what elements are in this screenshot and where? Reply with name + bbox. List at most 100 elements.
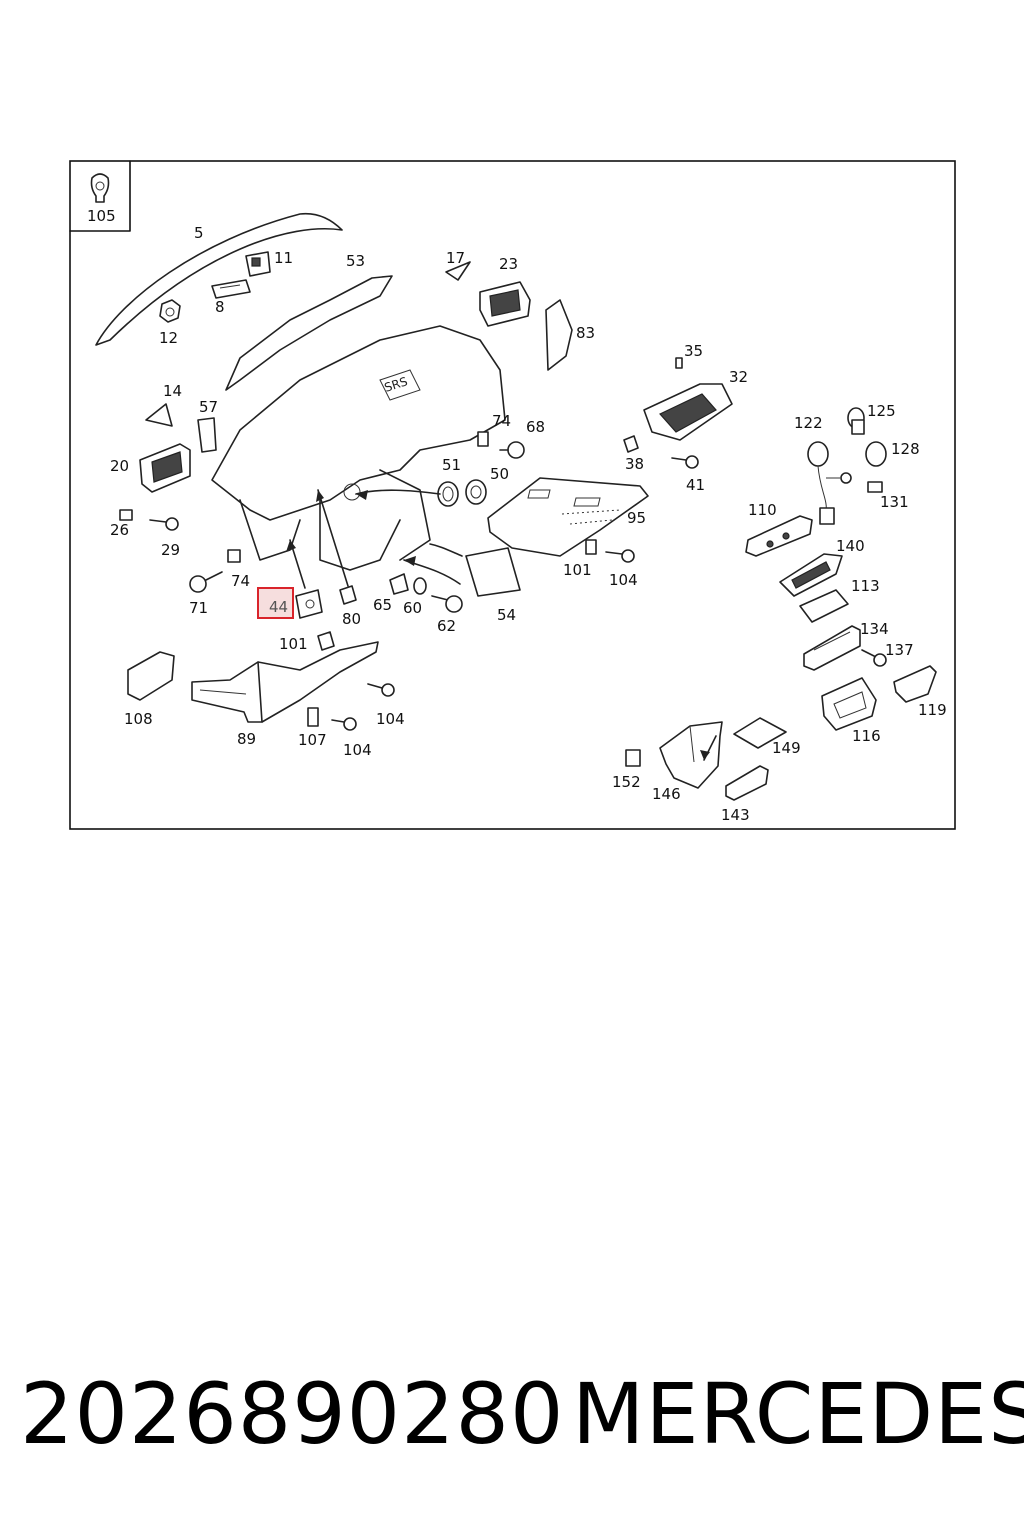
cover-108: [127, 651, 175, 701]
vent-140: [779, 553, 843, 597]
dashboard-panel: SRS: [211, 325, 506, 571]
bracket-11: [245, 251, 271, 277]
label-74a: 74: [492, 412, 511, 430]
svg-text:SRS: SRS: [383, 374, 410, 395]
clip-8: [211, 279, 251, 299]
screw-104a: [605, 549, 635, 563]
label-116: 116: [852, 727, 881, 745]
switch-122: [807, 441, 852, 525]
defroster-panel-53: [225, 275, 393, 391]
label-20: 20: [110, 457, 129, 475]
screw-41: [671, 455, 699, 469]
bracket-57: [197, 417, 217, 453]
arrow-54b: [429, 543, 463, 557]
air-vent-23: [479, 281, 531, 327]
bolt-62: [431, 595, 463, 613]
label-101a: 101: [563, 561, 592, 579]
label-131: 131: [880, 493, 909, 511]
label-71: 71: [189, 599, 208, 617]
label-95: 95: [627, 509, 646, 527]
label-57: 57: [199, 398, 218, 416]
screw-29: [149, 517, 179, 531]
label-125: 125: [867, 402, 896, 420]
glove-box-95: [487, 477, 649, 557]
ring-51: [437, 481, 459, 507]
plug-131: [867, 481, 883, 493]
label-17: 17: [446, 249, 465, 267]
label-134: 134: [860, 620, 889, 638]
clip-74-upper: [477, 431, 489, 447]
trim-strip-5: [95, 212, 343, 346]
cap-128: [865, 441, 887, 467]
brand-caption: MERCEDES: [572, 1365, 1024, 1463]
diagram-frame: [69, 160, 956, 830]
tray-146: [659, 721, 723, 789]
label-62: 62: [437, 617, 456, 635]
clip-74: [227, 549, 241, 563]
label-105: 105: [87, 207, 116, 225]
cover-113: [799, 589, 849, 623]
label-104c: 104: [343, 741, 372, 759]
console-110: [745, 515, 813, 557]
label-51: 51: [442, 456, 461, 474]
label-83: 83: [576, 324, 595, 342]
label-104a: 104: [609, 571, 638, 589]
clip-152: [625, 749, 641, 767]
clip-101b: [317, 631, 335, 651]
label-23: 23: [499, 255, 518, 273]
side-cover-83: [545, 299, 573, 371]
side-vent-20: [139, 443, 191, 493]
label-143: 143: [721, 806, 750, 824]
clip-38: [623, 435, 639, 453]
clip-107: [307, 707, 319, 727]
clip-80: [339, 585, 357, 605]
label-32: 32: [729, 368, 748, 386]
label-107: 107: [298, 731, 327, 749]
arrow-80: [317, 489, 349, 587]
label-140: 140: [836, 537, 865, 555]
pocket-116: [821, 677, 877, 731]
screw-137: [861, 649, 887, 667]
label-152: 152: [612, 773, 641, 791]
label-101b: 101: [279, 635, 308, 653]
label-44: 44: [269, 598, 288, 616]
bolt-68: [499, 441, 525, 459]
tray-134: [803, 625, 861, 671]
label-26: 26: [110, 521, 129, 539]
label-119: 119: [918, 701, 947, 719]
label-8: 8: [215, 298, 225, 316]
label-108: 108: [124, 710, 153, 728]
tray-119: [893, 665, 937, 703]
bolt-71: [189, 571, 223, 593]
label-11: 11: [274, 249, 293, 267]
label-128: 128: [891, 440, 920, 458]
label-12: 12: [159, 329, 178, 347]
label-65: 65: [373, 596, 392, 614]
label-60: 60: [403, 599, 422, 617]
vent-14: [145, 403, 173, 427]
screw-104b: [367, 683, 395, 697]
label-110: 110: [748, 501, 777, 519]
label-50: 50: [490, 465, 509, 483]
label-137: 137: [885, 641, 914, 659]
label-14: 14: [163, 382, 182, 400]
label-53: 53: [346, 252, 365, 270]
clip-101a: [585, 539, 597, 555]
clip-35: [675, 357, 683, 369]
label-89: 89: [237, 730, 256, 748]
part-44-highlight: [257, 587, 294, 619]
label-122: 122: [794, 414, 823, 432]
label-80: 80: [342, 610, 361, 628]
clip-26: [119, 509, 133, 521]
label-41: 41: [686, 476, 705, 494]
tray-143: [725, 765, 769, 801]
label-113: 113: [851, 577, 880, 595]
washer-60: [413, 577, 427, 595]
inset-box: [69, 160, 131, 232]
label-38: 38: [625, 455, 644, 473]
lighter-125: [847, 407, 865, 435]
screw-104c: [331, 717, 357, 731]
button-50: [465, 479, 487, 505]
mat-149: [733, 717, 787, 749]
